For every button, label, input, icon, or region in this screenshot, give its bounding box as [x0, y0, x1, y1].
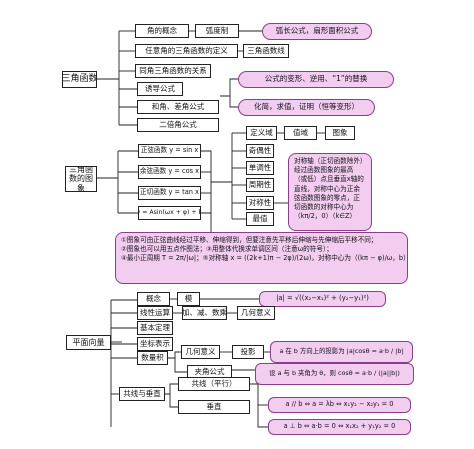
- sum-diff-formula-node: 和角、差角公式: [137, 100, 219, 114]
- transform-line-1: ①图象可由正弦曲线经过平移、伸缩得到，但要注意先平移后伸缩与先伸缩后平移不同；: [121, 236, 378, 244]
- magnitude-formula: |a| = √((x₂−x₁)² + (y₂−y₁)²): [259, 291, 386, 307]
- arc-formula-node: 弧长公式，扇形面积公式: [262, 23, 372, 40]
- collinear-node: 共线（平行）: [178, 377, 250, 391]
- projection-node: 投影: [232, 345, 264, 359]
- same-angle-relation-node: 同角三角函数的关系: [135, 64, 211, 78]
- general-graph-node: y = Asin(ωx + φ) + b: [138, 206, 201, 220]
- transform-line-3: ④最小正周期 T = 2π/|ω|；⑤对称轴 x = ((2k+1)π − 2φ…: [121, 253, 408, 262]
- magnitude-node: 模: [177, 292, 200, 306]
- symmetry-node: 对称性: [246, 196, 274, 210]
- induction-formula-node: 诱导公式: [137, 82, 183, 96]
- root-plane-vector: 平面向量: [66, 335, 111, 350]
- sin-graph-node: 正弦函数 y = sin x: [138, 144, 201, 158]
- extremum-node: 最值: [246, 212, 274, 226]
- perp-formula: a ⊥ b ⇔ a·b = 0 ⇔ x₁x₂ + y₁y₂ = 0: [268, 419, 411, 435]
- range-node: 值域: [284, 126, 317, 140]
- any-angle-def-node: 任意角的三角函数的定义: [135, 44, 238, 58]
- perpendicular-node: 垂直: [178, 400, 250, 414]
- basic-theorem-node: 基本定理: [137, 321, 173, 335]
- geo-meaning2-node: 几何意义: [181, 345, 220, 359]
- domain-node: 定义域: [246, 126, 277, 140]
- graph-transform-notes: ①图象可由正弦曲线经过平移、伸缩得到，但要注意先平移后伸缩与先伸缩后平移不同； …: [115, 232, 408, 284]
- monotonic-node: 单调性: [246, 161, 274, 175]
- transform-line-2: ②图象也可以用五点作图法；③用整体代换求单调区间（注意ω的符号）；: [121, 244, 333, 253]
- projection-formula: a 在 b 方向上的投影为 |a|cosθ = a·b / |b|: [270, 341, 413, 363]
- geo-meaning-node: 几何意义: [237, 306, 275, 320]
- cos-graph-node: 余弦函数 y = cos x: [138, 165, 201, 179]
- collinear-perp-node: 共线与垂直: [119, 387, 165, 401]
- root-trig-function: 三角函数: [62, 71, 97, 88]
- angle-cos-formula: 设 a 与 b 夹角为 θ，则 cosθ = a·b / (|a||b|): [255, 363, 414, 385]
- tan-graph-node: 正切函数 y = tan x: [138, 186, 201, 200]
- root-trig-graph: 三角函数的图象: [65, 166, 97, 192]
- linear-ops-node: 线性运算: [137, 306, 173, 320]
- coords-node: 坐标表示: [137, 337, 173, 351]
- parallel-formula: a // b ⇔ a = λb ⇔ x₁y₂ − x₂y₁ = 0: [268, 397, 411, 413]
- angle-concept-node: 角的概念: [135, 24, 189, 38]
- concept-node: 概念: [137, 292, 170, 306]
- periodic-node: 周期性: [246, 178, 274, 192]
- dot-product-node: 数量积: [137, 351, 168, 365]
- trig-line-node: 三角函数线: [243, 44, 289, 58]
- double-angle-node: 二倍角公式: [137, 118, 219, 132]
- radian-node: 弧度制: [195, 24, 239, 38]
- symmetry-note: 对称轴（正切函数除外）经过函数图象的最高（或低）点且垂直x轴的直线，对称中心为正…: [288, 153, 372, 231]
- image-node: 图象: [325, 126, 355, 140]
- simplify-prove-node: 化简，求值，证明（恒等变形）: [238, 99, 375, 116]
- parity-node: 奇偶性: [246, 144, 274, 158]
- ops-list-node: 加、减、数乘: [182, 306, 227, 320]
- formula-transform-node: 公式的变形、逆用、“1”的替换: [238, 71, 394, 88]
